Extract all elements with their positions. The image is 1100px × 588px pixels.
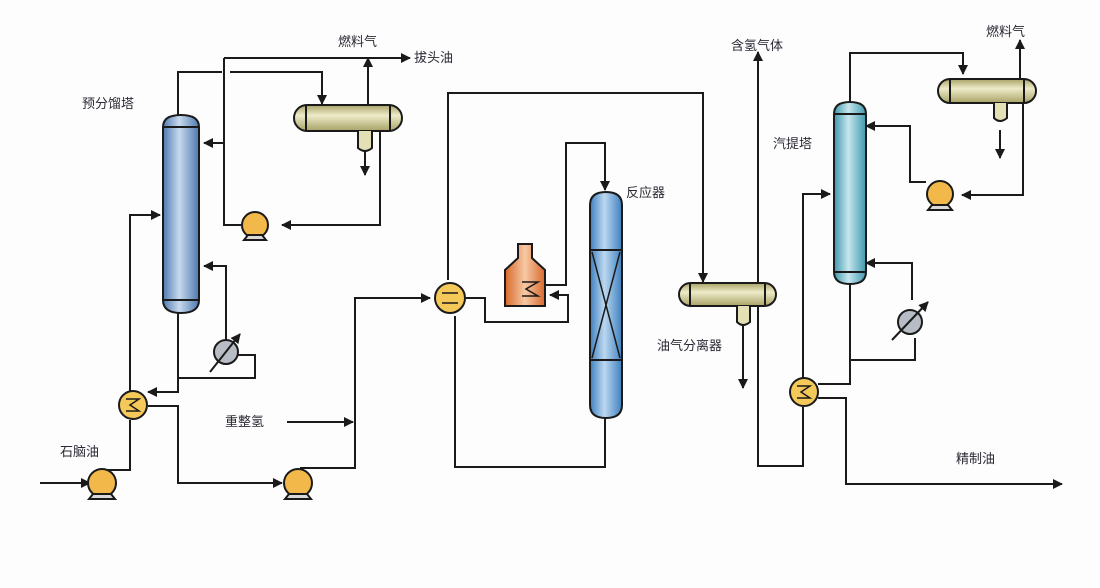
reflux-return-2 — [865, 121, 926, 183]
reboiler-1[interactable] — [209, 333, 241, 373]
exchanger-to-bottoms-pump — [148, 405, 283, 488]
reflux-pump-1[interactable] — [241, 211, 269, 241]
reflux-pump-2[interactable] — [925, 180, 955, 211]
label-reactor: 反应器 — [626, 185, 665, 201]
reboiler-2-return — [865, 258, 913, 300]
bottoms-pump[interactable] — [282, 468, 314, 500]
feed-pump[interactable] — [86, 468, 118, 500]
reflux-drum-1[interactable] — [293, 104, 403, 152]
overhead-to-drum-1 — [230, 71, 327, 105]
label-fuel-gas-1: 燃料气 — [338, 34, 377, 50]
reboiler-1-return — [203, 261, 227, 345]
exchanger-to-separator — [447, 92, 708, 283]
label-prefractionator: 预分馏塔 — [82, 97, 134, 112]
label-hydrogen-gas: 含氢气体 — [731, 38, 783, 54]
label-naphtha-feed: 石脑油 — [60, 445, 99, 460]
label-refined-oil: 精制油 — [956, 452, 995, 467]
label-fuel-gas-2: 燃料气 — [986, 24, 1025, 40]
drum-to-pump-2 — [961, 104, 1024, 200]
oil-gas-separator[interactable] — [678, 282, 777, 326]
label-light-naphtha: 拔头油 — [414, 51, 453, 66]
pipes — [40, 39, 1063, 489]
label-recycle-hydrogen: 重整氢 — [225, 414, 264, 430]
reflux-drum-2[interactable] — [937, 78, 1037, 122]
reboiler-2-loop — [849, 282, 916, 361]
pump-to-combined-exchanger — [300, 293, 431, 469]
reactor[interactable] — [589, 190, 623, 420]
label-separator: 油气分离器 — [657, 338, 722, 354]
feed-exchanger-1[interactable] — [118, 390, 148, 420]
feed-pump-to-exchanger — [100, 420, 131, 471]
furnace[interactable] — [504, 243, 546, 307]
combined-feed-exchanger[interactable] — [434, 282, 466, 314]
reflux-line-1a — [223, 58, 244, 226]
exchanger-to-stripper — [802, 189, 831, 380]
reactor-effluent-to-exchanger — [454, 316, 606, 468]
label-stripper: 汽提塔 — [773, 136, 812, 152]
separator-to-exchanger-2 — [757, 306, 804, 467]
stripper-feed-exchanger[interactable] — [789, 377, 819, 407]
column-overhead-1 — [177, 71, 222, 117]
reboiler-2[interactable] — [891, 301, 929, 341]
prefractionator-column[interactable] — [162, 113, 200, 315]
stripper-column[interactable] — [833, 100, 867, 286]
bottoms-to-exchanger-2 — [818, 360, 851, 385]
drum-to-pump-1 — [281, 108, 381, 230]
exchanger-to-column — [129, 210, 161, 392]
stripper-overhead — [849, 52, 968, 103]
reboiler-1-loop — [177, 312, 256, 379]
refined-oil-line — [818, 397, 1063, 489]
bottoms-to-exchanger-1 — [147, 378, 179, 397]
exchanger-to-furnace — [466, 290, 569, 323]
furnace-to-reactor — [540, 142, 610, 286]
